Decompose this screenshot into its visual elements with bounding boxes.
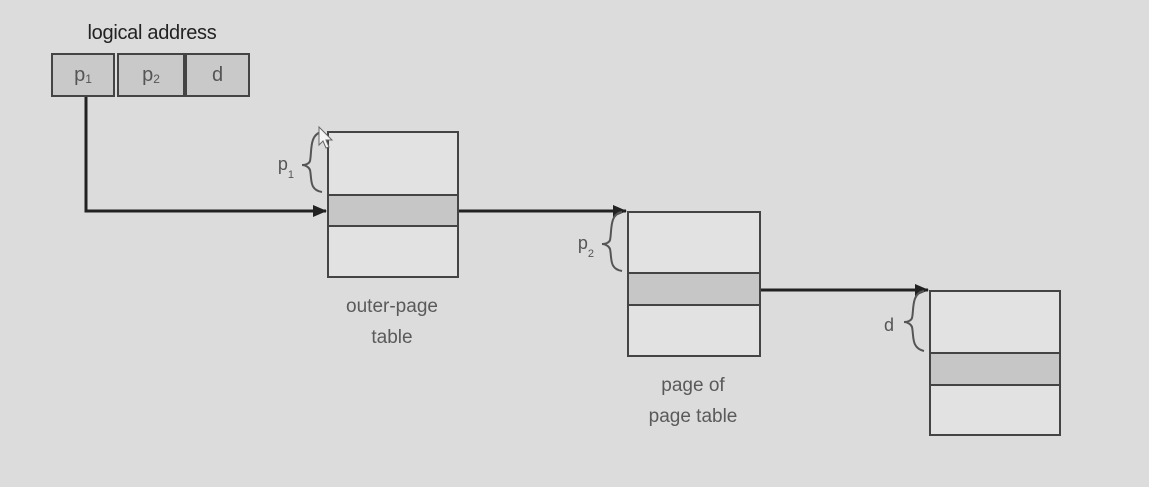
page-of-page-table-label-line2: page table <box>648 406 738 427</box>
outer-page-table <box>327 131 459 278</box>
outer-page-table-entry <box>329 194 457 227</box>
field-p2-sub: 2 <box>153 72 160 86</box>
brace-p1-icon <box>301 131 323 193</box>
brace-d-icon <box>903 290 925 352</box>
page-of-page-table-entry <box>629 272 759 306</box>
logical-address-title: logical address <box>87 22 217 44</box>
outer-brace-sub: 1 <box>287 168 294 181</box>
outer-page-table-brace-label: p1 <box>258 154 294 182</box>
memory-page-entry <box>931 352 1059 386</box>
memory-page <box>929 290 1061 436</box>
outer-page-table-label-line1: outer-page <box>346 296 438 317</box>
page-of-page-table-brace-label: p2 <box>558 233 594 261</box>
field-d-base: d <box>211 63 224 86</box>
arrow-p1-to-outer-table <box>84 97 327 217</box>
field-p2-base: p <box>142 63 154 86</box>
logical-address-field-d: d <box>185 53 250 97</box>
field-p1-sub: 1 <box>85 72 92 86</box>
inner-brace-sub: 2 <box>587 247 594 260</box>
page-of-page-table-label-line1: page of <box>661 375 725 396</box>
memory-page-brace-label: d <box>858 315 894 335</box>
mouse-cursor-icon <box>318 125 334 149</box>
brace-p2-icon <box>601 211 623 272</box>
inner-brace-base: p <box>577 233 588 253</box>
outer-brace-base: p <box>277 154 288 174</box>
page-of-page-table <box>627 211 761 357</box>
memory-brace-base: d <box>883 315 894 335</box>
field-p1-base: p <box>74 63 86 86</box>
outer-page-table-label-line2: table <box>371 327 413 348</box>
